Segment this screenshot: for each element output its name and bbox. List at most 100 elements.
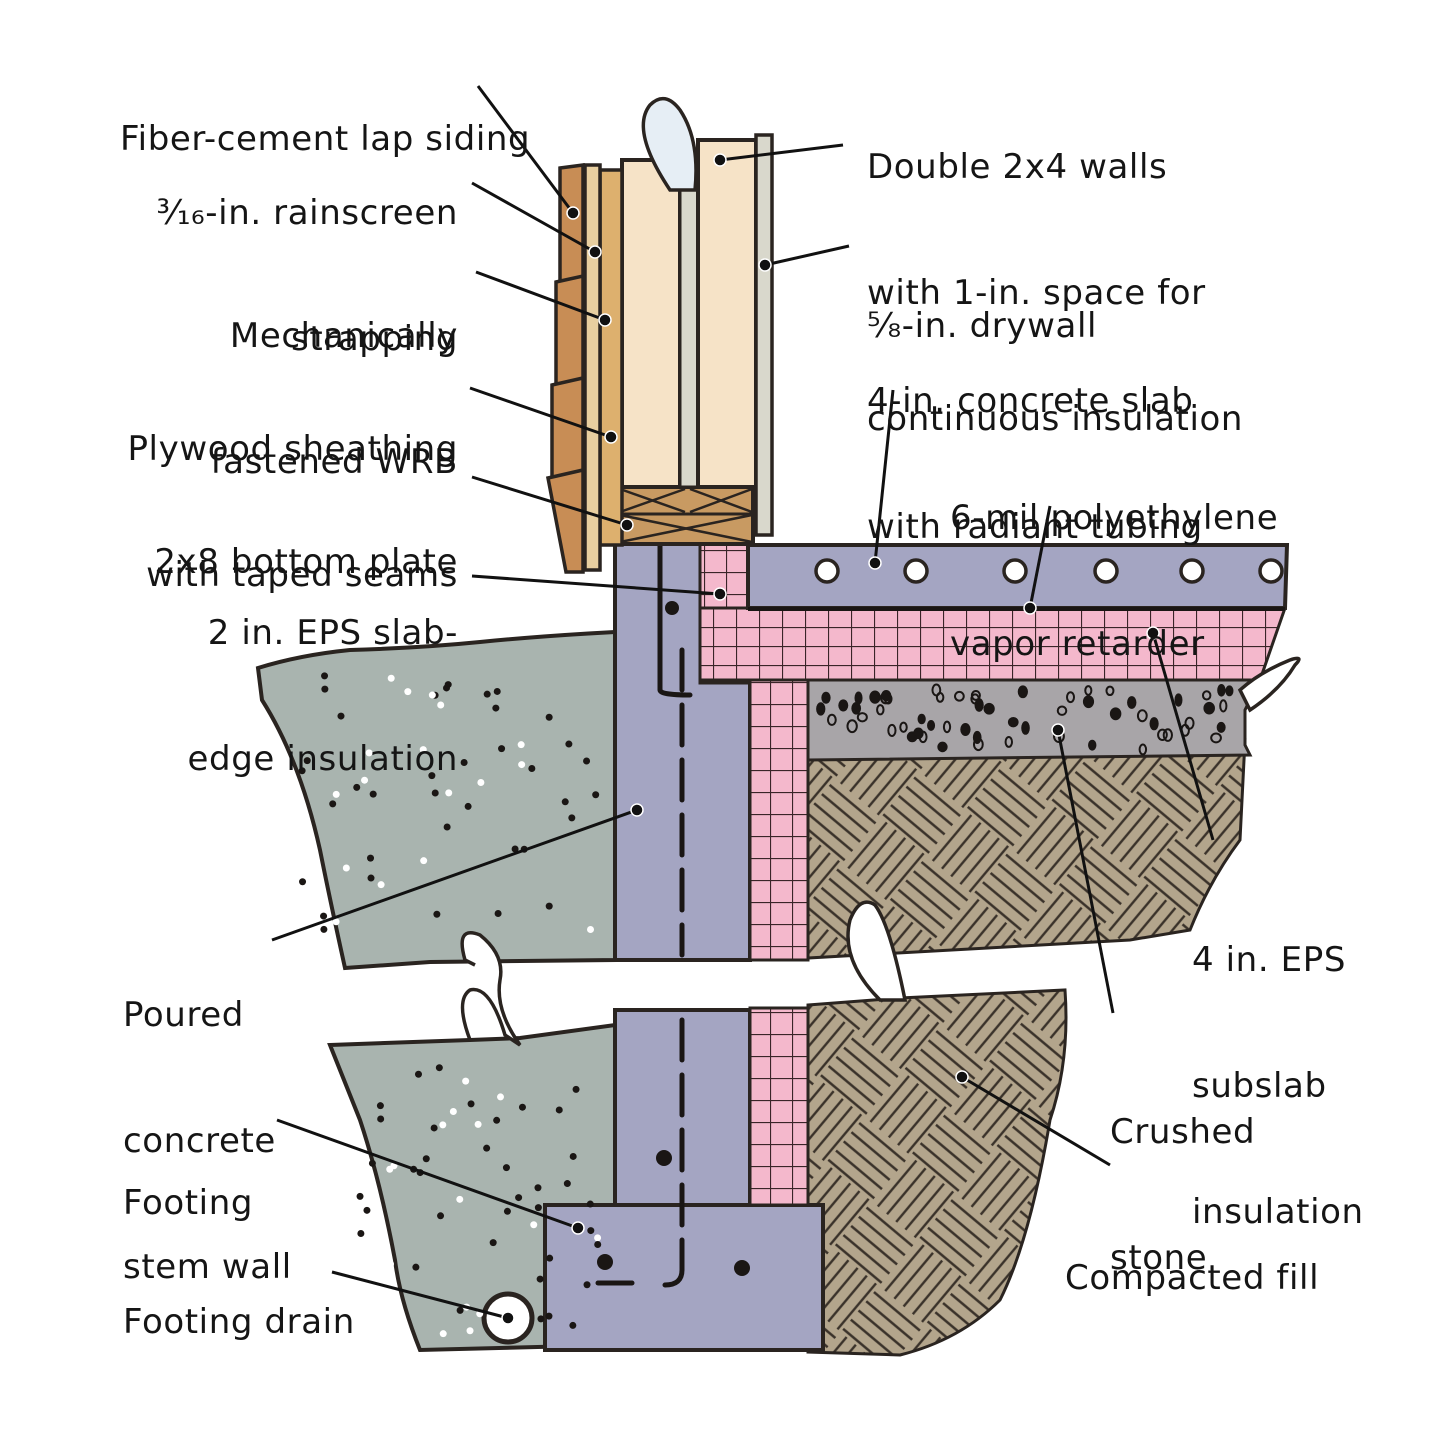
aggregate-speck (563, 1180, 571, 1188)
aggregate-speck (361, 776, 369, 784)
aggregate-speck (376, 1102, 384, 1110)
label-crushed-stone: Crushed stone (1110, 1112, 1256, 1278)
stone-speck (887, 723, 897, 738)
aggregate-speck (320, 925, 328, 933)
aggregate-speck (555, 1106, 563, 1114)
aggregate-speck (586, 1200, 594, 1208)
aggregate-speck (528, 764, 536, 772)
aggregate-speck (394, 1314, 402, 1322)
aggregate-speck (594, 1240, 602, 1248)
aggregate-speck (483, 690, 491, 698)
stone-speck (1225, 685, 1234, 697)
aggregate-speck (502, 1164, 510, 1172)
aggregate-speck (569, 1321, 577, 1329)
aggregate-speck (449, 1107, 457, 1115)
stone-speck (917, 713, 926, 725)
aggregate-speck (572, 1085, 580, 1093)
stone-speck (821, 691, 831, 704)
aggregate-speck (367, 874, 375, 882)
aggregate-speck (428, 772, 436, 780)
aggregate-speck (387, 674, 395, 682)
aggregate-speck (462, 1077, 470, 1085)
aggregate-speck (420, 857, 428, 865)
stone-speck (1021, 721, 1030, 735)
stone-speck (826, 713, 837, 726)
stone-speck (880, 691, 892, 705)
stone-speck (935, 692, 945, 703)
break-symbol-top (641, 96, 698, 192)
aggregate-speck (569, 1152, 577, 1160)
aggregate-speck (456, 1195, 464, 1203)
aggregate-speck (337, 712, 345, 720)
aggregate-speck (466, 1327, 474, 1335)
compacted-fill-upper (806, 738, 1247, 960)
aggregate-speck (332, 790, 340, 798)
stone-speck (913, 727, 924, 740)
aggregate-speck (592, 791, 600, 799)
exterior-backfill-upper (255, 629, 617, 971)
stone-speck (1210, 732, 1222, 744)
aggregate-speck (443, 823, 451, 831)
aggregate-speck (431, 789, 439, 797)
stone-speck (1056, 705, 1068, 716)
aggregate-speck (321, 672, 329, 680)
aggregate-speck (517, 741, 525, 749)
aggregate-speck (433, 910, 441, 918)
aggregate-speck (320, 912, 328, 920)
aggregate-speck (489, 1239, 497, 1247)
aggregate-speck (377, 1115, 385, 1123)
anchor-bolt (657, 492, 693, 698)
aggregate-speck (367, 854, 375, 862)
aggregate-speck (363, 1206, 371, 1214)
stone-speck (1149, 717, 1159, 731)
aggregate-speck (467, 1100, 475, 1108)
break-symbol-mid-right (846, 900, 908, 1002)
aggregate-speck (494, 909, 502, 917)
lap-siding (545, 163, 585, 574)
aggregate-speck (445, 789, 453, 797)
label-fiber-cement-siding: Fiber-cement lap siding (120, 119, 531, 159)
aggregate-speck (518, 761, 526, 769)
stone-speck (1127, 696, 1137, 709)
aggregate-speck (561, 798, 569, 806)
aggregate-speck (368, 1159, 376, 1167)
aggregate-speck (430, 1124, 438, 1132)
aggregate-speck (545, 1312, 553, 1320)
aggregate-speck (568, 814, 576, 822)
aggregate-speck (299, 878, 307, 886)
stone-speck (942, 720, 952, 734)
stone-speck (1066, 691, 1076, 704)
stone-speck (1084, 685, 1093, 696)
slab-edge-insulation-stem (748, 673, 810, 962)
rebar-vertical (595, 647, 685, 1288)
drywall (754, 133, 774, 537)
label-plywood-sheathing: Plywood sheathing with taped seams (127, 429, 458, 595)
aggregate-speck (496, 1093, 504, 1101)
label-slab-edge-insulation: 2 in. EPS slab- edge insulation (187, 613, 458, 779)
aggregate-speck (422, 1155, 430, 1163)
stone-speck (1217, 684, 1226, 697)
aggregate-speck (483, 1144, 491, 1152)
stone-speck (838, 699, 849, 712)
aggregate-speck (587, 1227, 595, 1235)
label-vapor-retarder: 6-mil polyethylene vapor retarder (950, 498, 1279, 664)
break-symbol-slab (1237, 656, 1301, 713)
compacted-fill-lower (806, 988, 1068, 1357)
rainscreen-strapping (583, 163, 602, 572)
label-stem-wall: Poured concrete stem wall (123, 995, 292, 1287)
aggregate-speck (321, 685, 329, 693)
stone-speck (1219, 699, 1228, 713)
slab-edge-insulation-lower (748, 1006, 810, 1207)
stone-speck (1174, 693, 1183, 707)
stone-speck (927, 720, 936, 731)
aggregate-speck (329, 800, 337, 808)
aggregate-speck (414, 1070, 422, 1078)
aggregate-speck (332, 918, 340, 926)
label-concrete-slab: 4-in. concrete slab with radiant tubing (867, 381, 1203, 547)
stone-speck (1007, 716, 1019, 728)
aggregate-speck (545, 713, 553, 721)
continuous-insulation-gap (678, 183, 700, 489)
aggregate-speck (534, 1204, 542, 1212)
label-compacted-fill: Compacted fill (1065, 1258, 1320, 1298)
